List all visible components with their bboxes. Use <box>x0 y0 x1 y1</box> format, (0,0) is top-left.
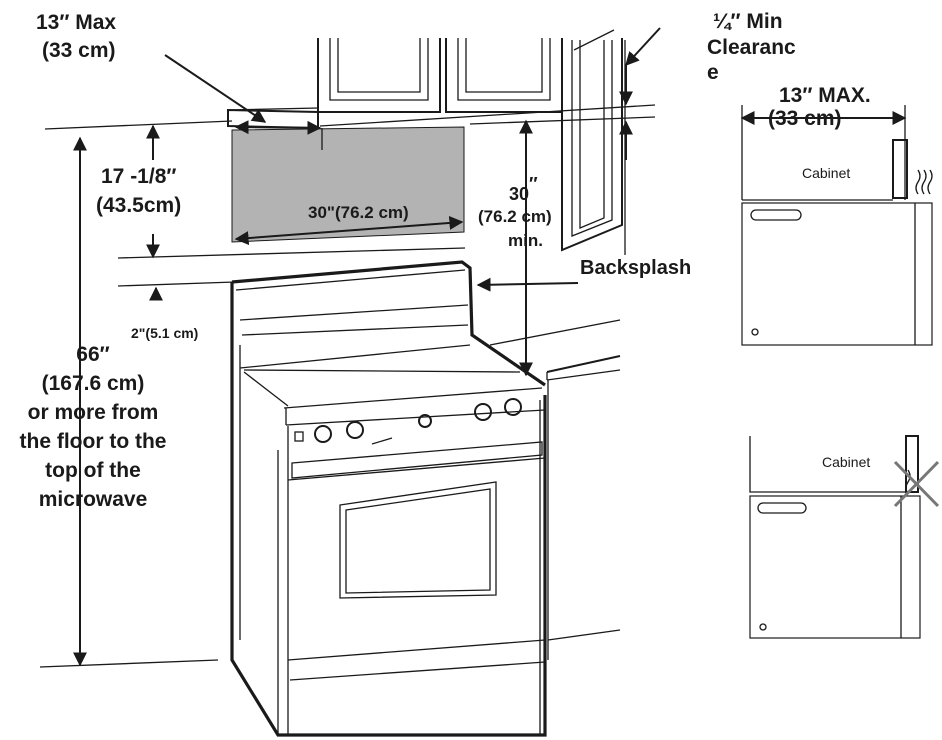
range <box>230 260 547 737</box>
floor-height-desc-4: microwave <box>38 488 148 511</box>
floor-height-desc-3: top of the <box>45 459 141 482</box>
max-depth-label: 13″ Max <box>36 11 117 34</box>
gap-label: 2"(5.1 cm) <box>131 325 199 341</box>
wall-panel <box>231 126 465 243</box>
inset-top-cabinet-label: Cabinet <box>802 165 851 181</box>
dimension-arrows <box>73 27 661 667</box>
clearance-label-3: e <box>707 61 719 84</box>
inset-correct <box>740 105 933 346</box>
inset-max-depth-label: 13″ MAX. <box>779 84 871 107</box>
min-height-cm-label: (76.2 cm) <box>478 207 552 226</box>
floor-height-desc-1: or more from <box>27 401 159 424</box>
cabinet-height-cm-label: (43.5cm) <box>96 194 182 217</box>
width-label: 30"(76.2 cm) <box>308 203 409 222</box>
backsplash-label: Backsplash <box>580 257 692 279</box>
floor-height-desc-2: the floor to the <box>19 430 167 453</box>
floor-height-label: 66″ <box>76 343 110 366</box>
countertop <box>489 319 621 660</box>
min-height-label: 30″ <box>509 175 538 204</box>
inset-incorrect <box>749 435 940 639</box>
cabinet-height-label: 17 -1/8″ <box>101 165 177 188</box>
min-height-unit: ″ <box>529 174 538 194</box>
floor-height-cm-label: (167.6 cm) <box>41 372 145 395</box>
clearance-label-1: ¼″ Min <box>713 10 783 33</box>
inset-bottom-cabinet-label: Cabinet <box>822 454 871 470</box>
reference-lines <box>39 104 656 668</box>
clearance-label-2: Clearanc <box>707 36 796 59</box>
max-depth-cm-label: (33 cm) <box>42 39 116 62</box>
not-allowed-cross-icon <box>893 460 940 508</box>
min-height-value: 30 <box>509 184 530 204</box>
min-height-suffix-label: min. <box>508 231 543 250</box>
inset-max-depth-cm-label: (33 cm) <box>768 107 842 130</box>
